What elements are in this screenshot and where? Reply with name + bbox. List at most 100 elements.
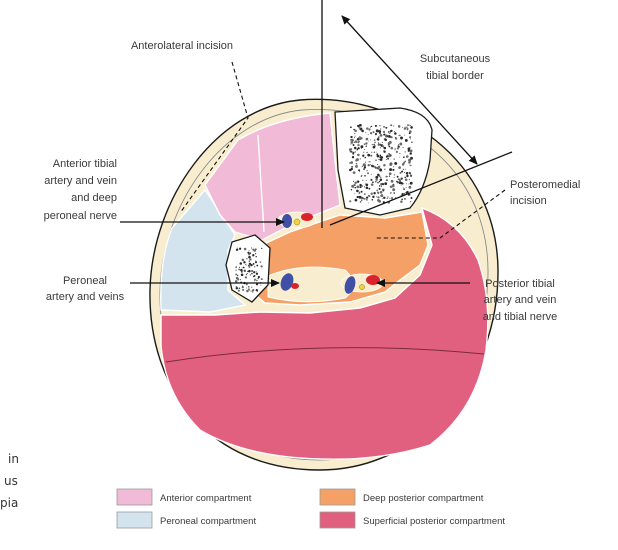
marrow-speckle bbox=[360, 158, 361, 159]
marrow-speckle bbox=[372, 144, 373, 145]
marrow-speckle bbox=[388, 136, 389, 137]
marrow-speckle bbox=[406, 126, 408, 128]
marrow-speckle bbox=[389, 168, 392, 171]
marrow-speckle bbox=[362, 165, 364, 167]
marrow-speckle bbox=[404, 156, 405, 157]
marrow-speckle bbox=[365, 132, 366, 133]
marrow-speckle bbox=[251, 273, 252, 274]
marrow-speckle bbox=[378, 166, 380, 168]
marrow-speckle bbox=[252, 291, 253, 292]
label-line: artery and vein bbox=[44, 175, 117, 187]
marrow-speckle bbox=[373, 131, 375, 133]
label-line: incision bbox=[510, 195, 547, 207]
marrow-speckle bbox=[390, 130, 392, 132]
marrow-speckle bbox=[399, 182, 400, 183]
label-line: peroneal nerve bbox=[44, 210, 117, 222]
marrow-speckle bbox=[359, 137, 362, 140]
marrow-speckle bbox=[358, 140, 360, 142]
marrow-speckle bbox=[252, 289, 254, 291]
marrow-speckle bbox=[378, 143, 381, 146]
marrow-speckle bbox=[377, 182, 379, 184]
marrow-speckle bbox=[379, 188, 381, 190]
marrow-speckle bbox=[391, 147, 394, 150]
marrow-speckle bbox=[379, 125, 380, 126]
marrow-speckle bbox=[242, 259, 245, 262]
marrow-speckle bbox=[351, 151, 352, 152]
marrow-speckle bbox=[375, 134, 376, 135]
marrow-speckle bbox=[405, 178, 408, 181]
marrow-speckle bbox=[361, 199, 362, 200]
marrow-speckle bbox=[409, 132, 411, 134]
marrow-speckle bbox=[243, 261, 245, 263]
marrow-speckle bbox=[410, 147, 411, 148]
marrow-speckle bbox=[394, 177, 395, 178]
marrow-speckle bbox=[402, 127, 403, 128]
marrow-speckle bbox=[389, 133, 390, 134]
marrow-speckle bbox=[240, 262, 243, 265]
marrow-speckle bbox=[410, 152, 412, 154]
marrow-speckle bbox=[254, 266, 255, 267]
marrow-speckle bbox=[237, 248, 238, 249]
marrow-speckle bbox=[358, 127, 360, 129]
marrow-speckle bbox=[408, 186, 411, 189]
marrow-speckle bbox=[378, 200, 381, 203]
marrow-speckle bbox=[253, 276, 255, 278]
marrow-speckle bbox=[246, 274, 248, 276]
label-line: and tibial nerve bbox=[483, 311, 558, 323]
marrow-speckle bbox=[240, 279, 241, 280]
marrow-speckle bbox=[408, 183, 409, 184]
marrow-speckle bbox=[403, 188, 405, 190]
marrow-speckle bbox=[236, 286, 238, 288]
marrow-speckle bbox=[254, 279, 256, 281]
marrow-speckle bbox=[363, 152, 364, 153]
marrow-speckle bbox=[350, 139, 352, 141]
marrow-speckle bbox=[251, 270, 253, 272]
marrow-speckle bbox=[371, 199, 373, 201]
marrow-speckle bbox=[387, 198, 388, 199]
marrow-speckle bbox=[382, 198, 383, 199]
marrow-speckle bbox=[385, 169, 386, 170]
marrow-speckle bbox=[399, 179, 401, 181]
marrow-speckle bbox=[355, 165, 358, 168]
marrow-speckle bbox=[367, 154, 370, 157]
marrow-speckle bbox=[261, 278, 263, 280]
marrow-speckle bbox=[353, 171, 356, 174]
marrow-speckle bbox=[405, 169, 406, 170]
marrow-speckle bbox=[408, 161, 411, 164]
marrow-speckle bbox=[350, 126, 352, 128]
marrow-speckle bbox=[350, 144, 351, 145]
marrow-speckle bbox=[354, 142, 355, 143]
marrow-speckle bbox=[253, 249, 256, 252]
marrow-speckle bbox=[411, 141, 413, 143]
marrow-speckle bbox=[366, 146, 367, 147]
marrow-speckle bbox=[399, 143, 402, 146]
marrow-speckle bbox=[356, 158, 358, 160]
marrow-speckle bbox=[404, 135, 405, 136]
marrow-speckle bbox=[357, 144, 359, 146]
marrow-speckle bbox=[370, 127, 371, 128]
marrow-speckle bbox=[385, 127, 387, 129]
marrow-speckle bbox=[354, 193, 355, 194]
marrow-speckle bbox=[351, 166, 353, 168]
marrow-speckle bbox=[401, 199, 403, 201]
marrow-speckle bbox=[380, 147, 381, 148]
marrow-speckle bbox=[390, 124, 392, 126]
marrow-speckle bbox=[404, 177, 406, 179]
marrow-speckle bbox=[357, 142, 358, 143]
marrow-speckle bbox=[400, 136, 403, 139]
marrow-speckle bbox=[388, 155, 391, 158]
marrow-speckle bbox=[253, 271, 255, 273]
marrow-speckle bbox=[410, 165, 412, 167]
marrow-speckle bbox=[391, 197, 392, 198]
marrow-speckle bbox=[389, 175, 390, 176]
marrow-speckle bbox=[246, 287, 247, 288]
cropped-text-fragment: pia bbox=[0, 496, 18, 510]
marrow-speckle bbox=[404, 151, 405, 152]
marrow-speckle bbox=[378, 142, 379, 143]
marrow-speckle bbox=[399, 157, 400, 158]
marrow-speckle bbox=[409, 172, 411, 174]
marrow-speckle bbox=[368, 134, 369, 135]
marrow-speckle bbox=[383, 150, 385, 152]
marrow-speckle bbox=[246, 258, 248, 260]
label-line: Posterior tibial bbox=[485, 278, 555, 290]
